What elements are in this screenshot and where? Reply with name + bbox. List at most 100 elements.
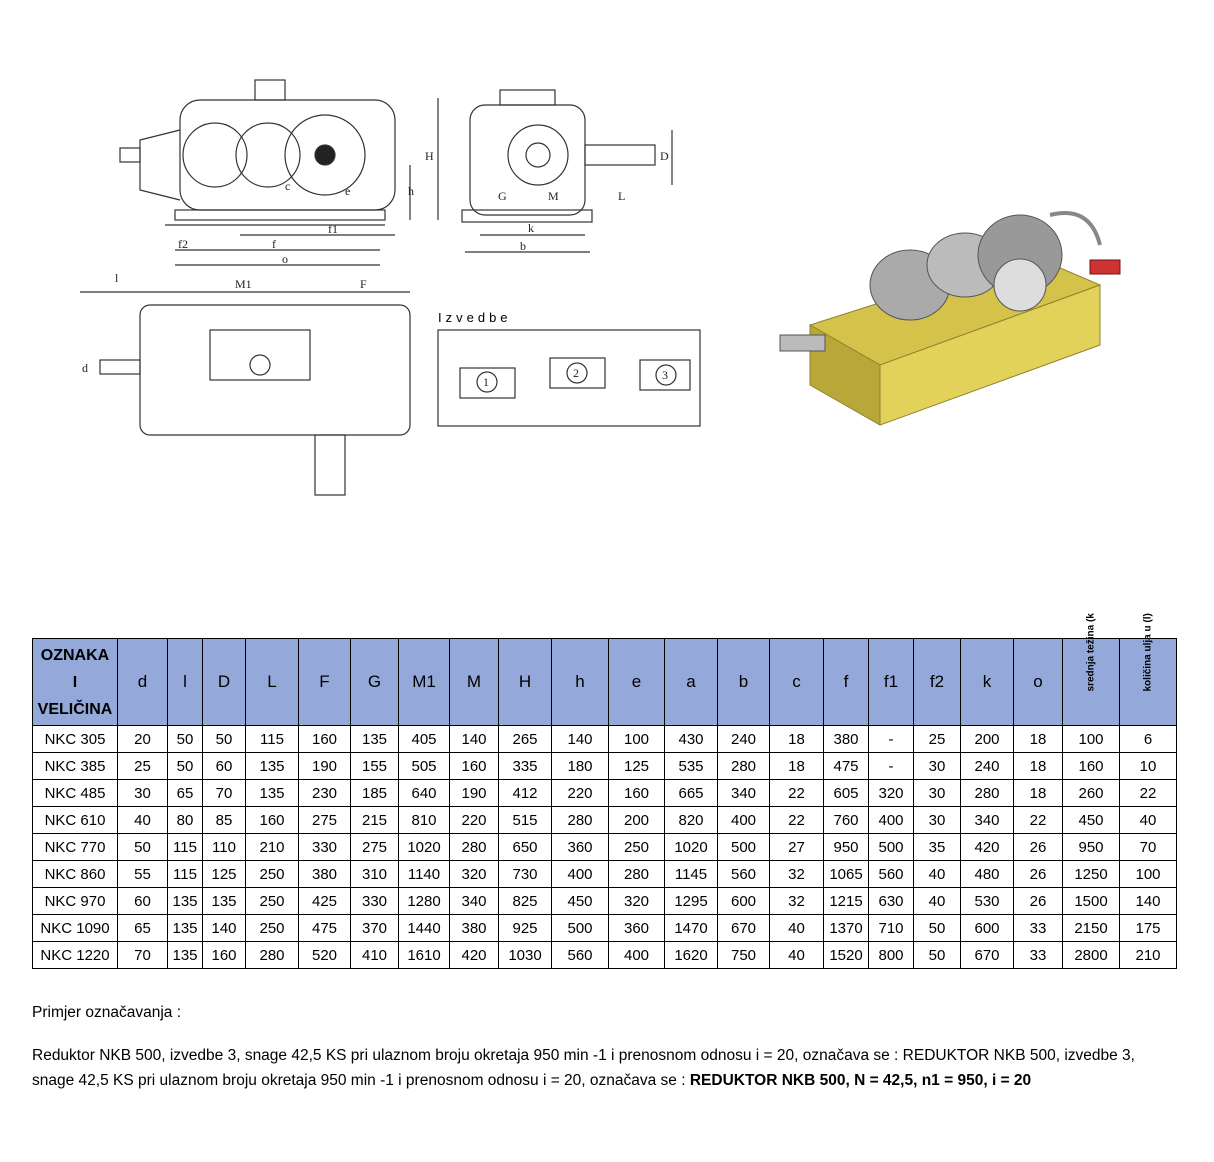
table-cell: NKC 610 — [32, 806, 118, 834]
table-cell: 605 — [823, 779, 869, 807]
table-cell: 22 — [769, 806, 824, 834]
header-l: l — [167, 638, 203, 726]
label-d: d — [82, 361, 88, 375]
table-cell: 18 — [1013, 725, 1063, 753]
table-cell: 175 — [1119, 914, 1177, 942]
table-cell: 950 — [823, 833, 869, 861]
table-cell: 125 — [202, 860, 246, 888]
table-cell: 70 — [117, 941, 168, 969]
table-cell: - — [868, 752, 914, 780]
table-cell: 140 — [449, 725, 499, 753]
table-cell: 430 — [664, 725, 718, 753]
header-oznaka-line3: VELIČINA — [37, 700, 113, 718]
table-cell: 40 — [117, 806, 168, 834]
table-cell: 665 — [664, 779, 718, 807]
table-cell: 160 — [245, 806, 299, 834]
table-cell: 2150 — [1062, 914, 1120, 942]
header-a: a — [664, 638, 718, 726]
table-cell: 1500 — [1062, 887, 1120, 915]
table-cell: 50 — [167, 752, 203, 780]
table-cell: 250 — [608, 833, 665, 861]
label-G: G — [498, 189, 507, 203]
label-k: k — [528, 221, 534, 235]
header-L: L — [245, 638, 299, 726]
table-cell: 18 — [1013, 779, 1063, 807]
table-cell: 1145 — [664, 860, 718, 888]
table-cell: 275 — [350, 833, 399, 861]
table-cell: 320 — [608, 887, 665, 915]
table-cell: 100 — [1062, 725, 1120, 753]
table-cell: 40 — [769, 914, 824, 942]
table-cell: 200 — [960, 725, 1014, 753]
table-cell: 50 — [167, 725, 203, 753]
table-cell: 135 — [350, 725, 399, 753]
table-cell: 40 — [913, 887, 961, 915]
table-cell: 33 — [1013, 914, 1063, 942]
table-cell: 412 — [498, 779, 552, 807]
table-cell: 60 — [117, 887, 168, 915]
table-cell: 30 — [913, 752, 961, 780]
table-cell: 240 — [960, 752, 1014, 780]
table-cell: 340 — [960, 806, 1014, 834]
table-cell: 140 — [1119, 887, 1177, 915]
table-cell: NKC 1090 — [32, 914, 118, 942]
table-cell: 420 — [960, 833, 1014, 861]
table-cell: 110 — [202, 833, 246, 861]
header-F: F — [298, 638, 351, 726]
table-cell: 240 — [717, 725, 770, 753]
header-c: c — [769, 638, 824, 726]
table-cell: 1470 — [664, 914, 718, 942]
table-cell: 600 — [717, 887, 770, 915]
header-H: H — [498, 638, 552, 726]
table-cell: NKC 1220 — [32, 941, 118, 969]
table-cell: 280 — [608, 860, 665, 888]
table-cell: 50 — [913, 914, 961, 942]
table-cell: 220 — [449, 806, 499, 834]
label-L: L — [618, 189, 625, 203]
table-cell: 1065 — [823, 860, 869, 888]
label-H: H — [425, 149, 434, 163]
drawings-area: H h e c f1 f2 f o M1 F l d D L G M k b 1… — [80, 79, 1121, 496]
table-cell: 1295 — [664, 887, 718, 915]
table-cell: 210 — [245, 833, 299, 861]
table-cell: 50 — [202, 725, 246, 753]
table-cell: 22 — [769, 779, 824, 807]
table-cell: 820 — [664, 806, 718, 834]
table-cell: 18 — [769, 725, 824, 753]
variant-2: 2 — [573, 366, 579, 380]
table-cell: 140 — [202, 914, 246, 942]
spec-table-wrap: OZNAKA I VELIČINA d l D L F G M1 M H h e… — [32, 613, 1177, 969]
table-header-row: OZNAKA I VELIČINA d l D L F G M1 M H h e… — [32, 613, 1177, 726]
label-M: M — [548, 189, 559, 203]
table-cell: 160 — [608, 779, 665, 807]
table-cell: 1020 — [664, 833, 718, 861]
table-cell: 70 — [1119, 833, 1177, 861]
table-cell: 760 — [823, 806, 869, 834]
table-cell: 1140 — [398, 860, 450, 888]
table-cell: 22 — [1013, 806, 1063, 834]
notes-body-bold: REDUKTOR NKB 500, N = 42,5, n1 = 950, i … — [689, 1072, 1032, 1089]
table-cell: 135 — [245, 779, 299, 807]
table-cell: 400 — [551, 860, 609, 888]
notes-section: Primjer označavanja : Reduktor NKB 500, … — [32, 1000, 1172, 1093]
izvedbe-label: Izvedbe — [438, 310, 512, 325]
table-cell: 320 — [868, 779, 914, 807]
table-cell: 26 — [1013, 833, 1063, 861]
table-cell: 125 — [608, 752, 665, 780]
table-cell: 280 — [551, 806, 609, 834]
table-cell: NKC 770 — [32, 833, 118, 861]
table-cell: 250 — [245, 860, 299, 888]
notes-body: Reduktor NKB 500, izvedbe 3, snage 42,5 … — [32, 1043, 1172, 1093]
table-cell: 140 — [551, 725, 609, 753]
table-cell: 85 — [202, 806, 246, 834]
table-cell: 670 — [960, 941, 1014, 969]
table-cell: 600 — [960, 914, 1014, 942]
table-cell: 330 — [298, 833, 351, 861]
table-cell: 65 — [117, 914, 168, 942]
table-cell: 26 — [1013, 860, 1063, 888]
label-o: o — [282, 252, 288, 266]
label-f2: f2 — [178, 237, 188, 251]
